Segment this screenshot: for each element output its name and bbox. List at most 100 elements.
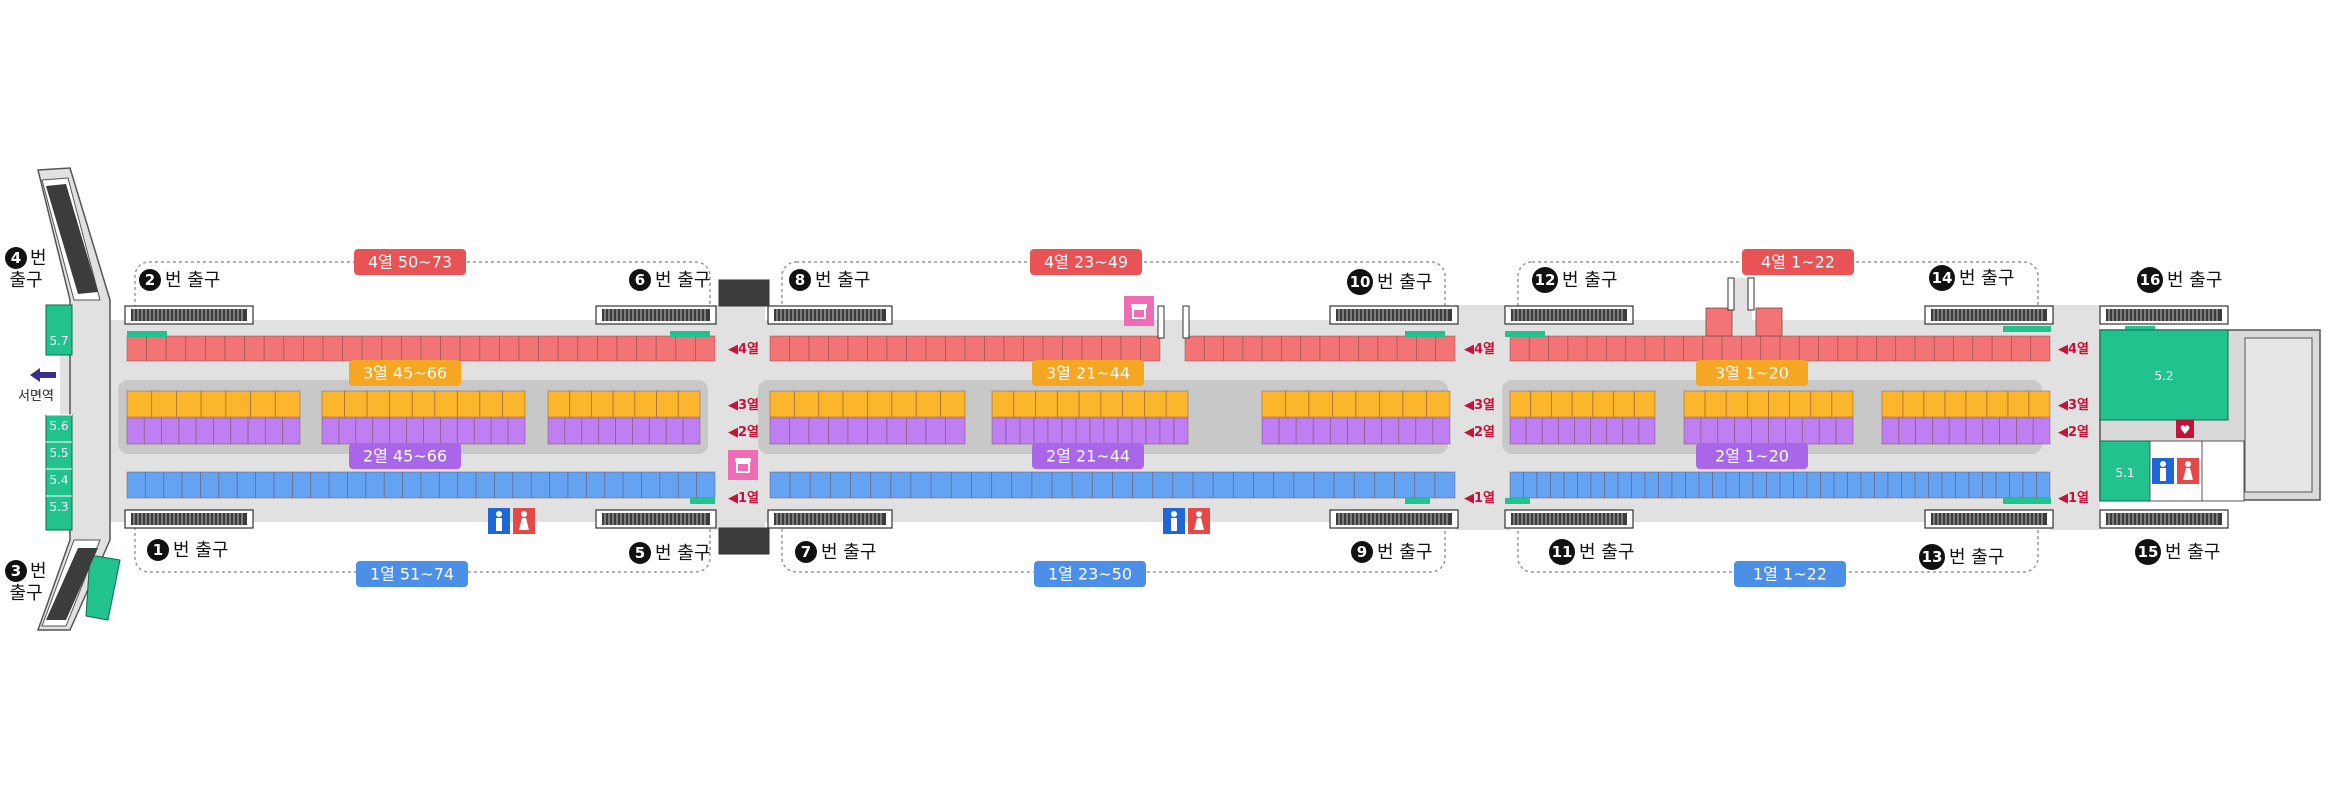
shop-row2 [282,417,301,445]
row-marker: ◀1열 [728,490,759,506]
exit-label-11[interactable]: 11 번 출구 [1549,539,1634,565]
teal-marker [670,331,710,337]
teal-marker [1505,498,1530,504]
shop-row4 [828,335,849,362]
pillar [1747,277,1755,311]
shop-row4 [1281,335,1302,362]
shop-row1 [1928,471,1943,499]
station-direction: 서면역 [18,368,56,404]
shop-row1 [1698,471,1713,499]
shop-row4 [1223,335,1244,362]
shop-row2 [507,417,526,445]
shop-row4 [945,335,966,362]
row-range-badge: 1열 51~74 [356,561,468,587]
shop-row1 [310,471,330,499]
shop-row4 [1081,335,1102,362]
teal-marker [690,498,715,504]
shop-row4 [1435,335,1456,362]
shop-row1 [438,471,459,499]
shop-row2 [665,417,684,445]
shop-row2 [355,417,374,445]
shop-row1 [1766,471,1781,499]
shop-row1 [585,471,606,499]
shop-row1 [1874,471,1889,499]
shop-row4 [1586,335,1607,362]
shop-row1 [291,471,312,499]
shop-row3 [366,390,391,418]
shop-row3 [1965,390,1988,418]
shop-row4 [1914,335,1935,362]
restroom-icon [488,508,535,534]
shop-row1 [1172,471,1194,499]
shop-row4 [146,335,167,362]
shop-row4 [185,335,206,362]
shop-row2 [1881,417,1900,445]
shop-row1 [1112,471,1134,499]
stair-box-label: 5.4 [49,473,68,487]
shop-row1 [328,471,348,499]
shop-row1 [255,471,275,499]
row-marker: ◀4열 [1464,341,1495,357]
diagonal-escalator [46,548,98,620]
shop-row3 [1683,390,1706,418]
badge-label: 4열 23~49 [1044,253,1128,272]
shop-row1 [890,471,912,499]
shop-row2 [1932,417,1950,445]
shop-row2 [2032,417,2051,445]
shop-row2 [1525,417,1543,445]
shop-row1 [1752,471,1767,499]
shop-row4 [1528,335,1549,362]
shop-row4 [224,335,246,362]
exit-text: 번 출구 [165,270,220,291]
shop-row3 [842,390,868,418]
shop-row3 [677,390,701,418]
shop-row4 [322,335,344,362]
shop-row4 [1548,335,1569,362]
stair-box-label: 5.6 [49,419,68,433]
badge-label: 4열 1~22 [1761,253,1835,272]
exit-number: 11 [1552,543,1573,561]
shop-row3 [1426,390,1451,418]
row-range-badge: 1열 1~22 [1734,561,1846,587]
exit-text: 번 출구 [655,270,710,291]
exit-number: 10 [1350,273,1371,291]
shop-row3 [1530,390,1552,418]
exit-number: 3 [11,562,21,580]
shop-row3 [225,390,251,418]
exit-number: 4 [11,249,21,267]
shop-row4 [381,335,402,362]
shop-row2 [906,417,927,445]
exit-number: 14 [1932,269,1953,287]
shop-row1 [1739,471,1754,499]
shop-row1 [126,471,146,499]
shop-row4 [655,335,677,362]
shop-row2 [372,417,391,445]
shop-row3 [1332,390,1357,418]
shop-row2 [828,417,849,445]
shop-row3 [411,390,436,418]
shop-row4 [557,335,579,362]
shop-row1 [659,471,679,499]
shop-row2 [195,417,214,445]
badge-label: 3열 21~44 [1046,364,1130,383]
shop-row2 [213,417,232,445]
shop-row1 [420,471,440,499]
exit-text: 번 출구 [1579,542,1634,563]
shop-row2 [1145,417,1161,445]
exit-text: 출구 [9,270,42,291]
